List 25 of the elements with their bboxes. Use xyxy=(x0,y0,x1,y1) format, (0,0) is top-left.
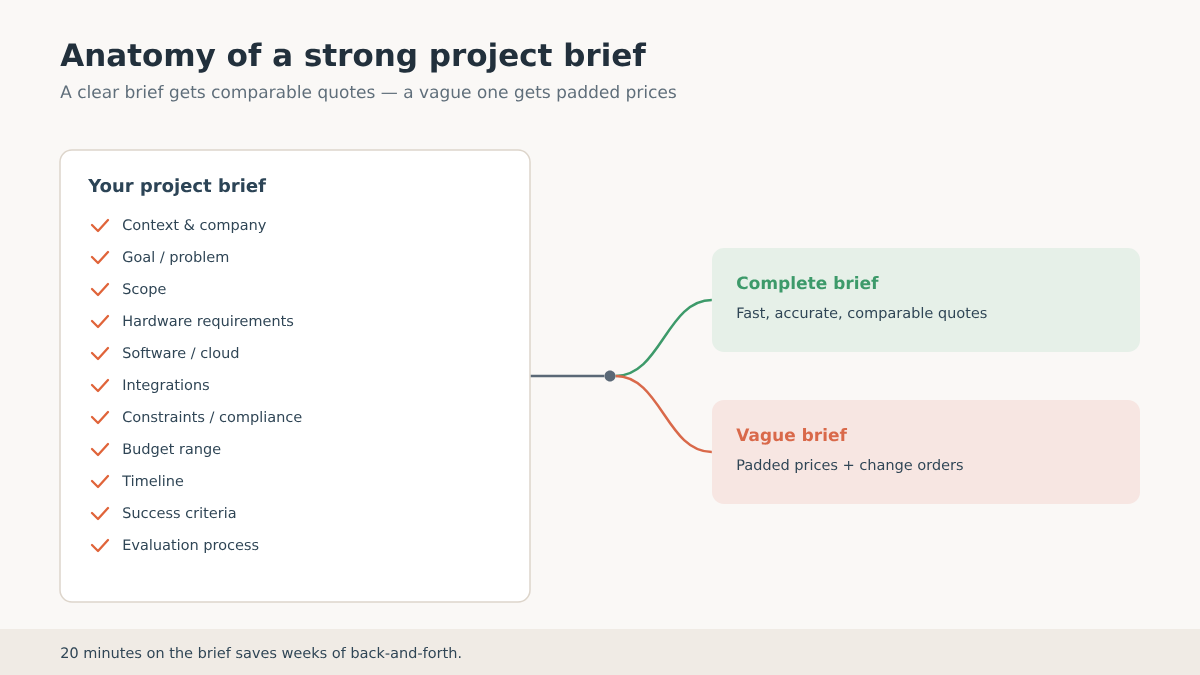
checklist-item: Success criteria xyxy=(123,507,236,519)
checklist-item: Budget range xyxy=(123,443,221,457)
result-card xyxy=(712,248,1140,352)
checklist-item: Integrations xyxy=(123,379,209,393)
checklist-item: Constraints / compliance xyxy=(123,411,302,425)
checklist-item: Context & company xyxy=(123,219,266,233)
connector-line xyxy=(615,374,712,454)
card-heading: Complete brief xyxy=(737,276,879,293)
connector-line xyxy=(615,298,712,378)
checklist-item: Software / cloud xyxy=(123,347,239,360)
footer-bar: 20 minutes on the brief saves weeks of back-and-forth. xyxy=(0,629,1200,675)
card-heading: Your project brief xyxy=(88,178,267,196)
checklist-item: Scope xyxy=(123,283,166,297)
card-text: Fast, accurate, comparable quotes xyxy=(737,307,987,321)
checklist-item: Hardware requirements xyxy=(123,315,294,329)
card-heading: Vague brief xyxy=(736,428,848,445)
title: Anatomy of a strong project brief xyxy=(60,42,647,73)
result-card xyxy=(712,400,1140,504)
checklist-item: Goal / problem xyxy=(123,251,229,265)
connector-line xyxy=(530,374,605,378)
subtitle: A clear brief gets comparable quotes — a vague one gets padded prices xyxy=(60,85,676,102)
checklist-card xyxy=(59,149,531,603)
checklist-item: Evaluation process xyxy=(123,539,259,553)
checklist-item: Timeline xyxy=(122,475,184,487)
card-text: Padded prices + change orders xyxy=(737,459,963,473)
